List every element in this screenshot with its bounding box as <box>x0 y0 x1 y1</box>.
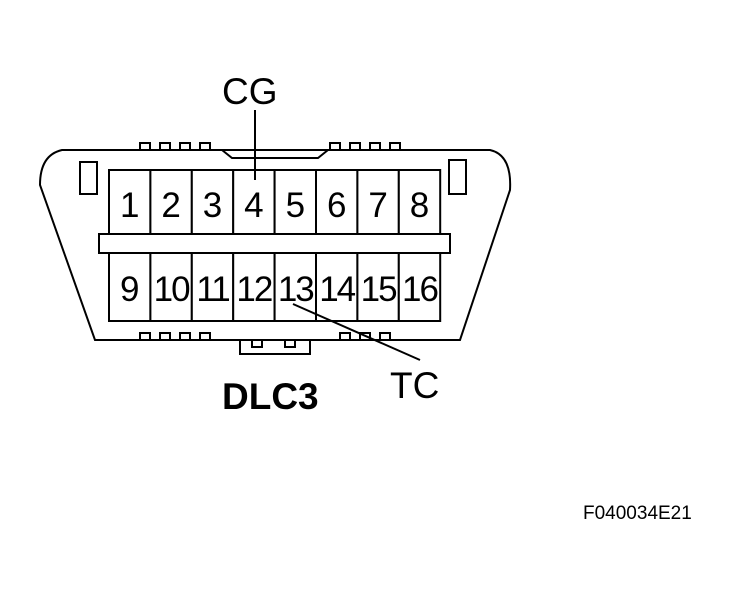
pin-number-14: 14 <box>319 270 355 309</box>
pin-number-8: 8 <box>410 186 429 225</box>
tc-leader-line <box>292 303 421 361</box>
pin-number-4: 4 <box>244 186 263 225</box>
pin-number-2: 2 <box>161 186 180 225</box>
pin-number-6: 6 <box>327 186 346 225</box>
figure-id: F040034E21 <box>583 503 692 524</box>
cg-label: CG <box>222 71 278 112</box>
pin-number-11: 11 <box>196 270 229 309</box>
pin-cavity-10 <box>149 252 193 322</box>
pin-cavity-9 <box>108 252 152 322</box>
tc-label: TC <box>390 365 439 406</box>
pin-cavity-11 <box>190 252 235 322</box>
pin-cavity-4 <box>232 169 276 235</box>
pin-cavity-5 <box>273 169 318 235</box>
connector-name: DLC3 <box>222 376 319 417</box>
pin-number-10: 10 <box>154 270 190 309</box>
pin-number-1: 1 <box>120 186 139 225</box>
pin-cavity-14 <box>315 252 359 322</box>
pin-number-3: 3 <box>203 186 222 225</box>
pin-number-13: 13 <box>278 270 313 309</box>
pin-number-7: 7 <box>368 186 387 225</box>
pin-number-16: 16 <box>402 270 437 309</box>
pin-cavity-2 <box>149 169 193 235</box>
pin-number-9: 9 <box>120 270 139 309</box>
pin-cavity-13 <box>273 252 318 322</box>
pin-number-15: 15 <box>361 270 396 309</box>
separator-bar <box>98 233 451 254</box>
connector-housing <box>38 142 512 355</box>
pin-cavity-16 <box>397 252 442 322</box>
pin-number-5: 5 <box>286 186 305 225</box>
pin-number-12: 12 <box>236 270 271 309</box>
